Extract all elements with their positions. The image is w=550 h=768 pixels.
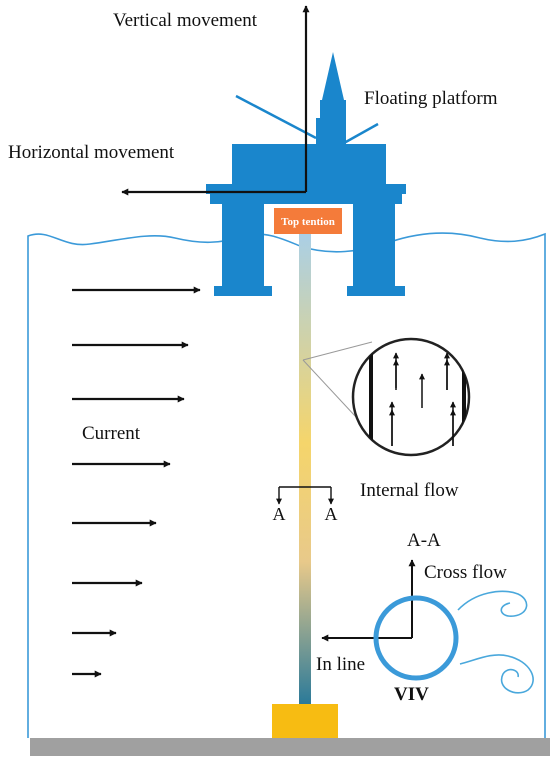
viv-section: [321, 559, 534, 694]
zoom-line-lower: [302, 359, 357, 418]
section-marker: [276, 486, 334, 505]
riser-cross-section: [373, 595, 459, 681]
section-a-right-label: A: [325, 504, 338, 524]
section-a-left-label: A: [273, 504, 286, 524]
current-label: Current: [82, 423, 141, 444]
vortex-lower: [459, 654, 534, 694]
water-boundary: [27, 232, 546, 738]
current-arrows: [72, 286, 201, 678]
top-tention-box: [274, 208, 342, 234]
internal-flow-label: Internal flow: [360, 480, 459, 501]
in-line-label: In line: [316, 654, 365, 675]
zoom-line-upper: [302, 341, 373, 361]
riser: [299, 230, 311, 704]
cross-flow-label: Cross flow: [424, 562, 507, 583]
internal-flow-arrows: [389, 352, 456, 446]
anchor-block: [272, 704, 338, 738]
vertical-movement-label: Vertical movement: [113, 10, 258, 31]
horizontal-movement-label: Horizontal movement: [8, 142, 175, 163]
internal-flow-detail: [351, 337, 471, 457]
seabed: [30, 738, 550, 756]
vortex-upper: [457, 590, 528, 617]
section-title-label: A-A: [407, 530, 441, 551]
floating-platform-label: Floating platform: [364, 88, 498, 109]
top-tention-label: Top tention: [281, 216, 335, 228]
viv-label: VIV: [394, 684, 429, 705]
